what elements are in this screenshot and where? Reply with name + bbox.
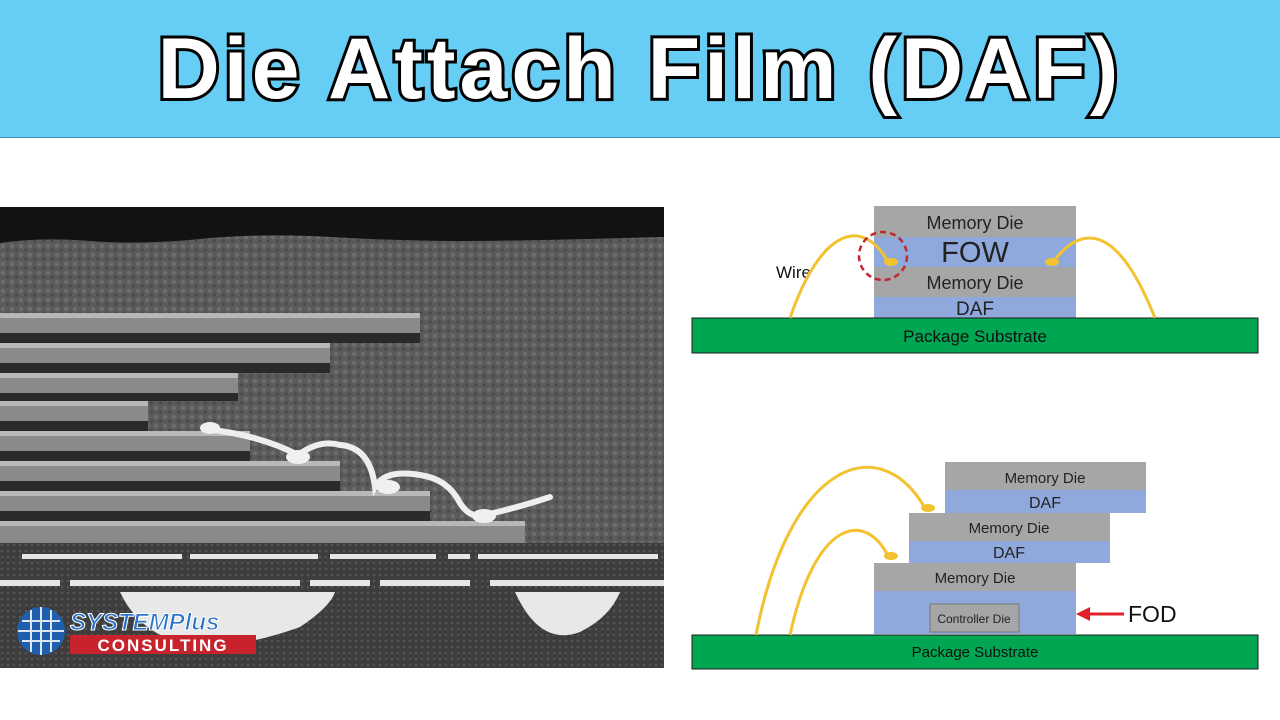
fow-wire-left bbox=[788, 234, 890, 319]
fow-daf-label: DAF bbox=[956, 299, 994, 320]
sem-cross-section-image bbox=[0, 207, 664, 668]
fod-memory-die-3 bbox=[874, 563, 1076, 591]
fow-diagram: Memory Die FOW Memory Die DAF Package Su… bbox=[691, 206, 1259, 354]
fod-daf-1 bbox=[945, 490, 1146, 513]
fod-wire-upper bbox=[754, 465, 927, 636]
fow-top-memory-die bbox=[874, 206, 1076, 237]
logo-line1: SYSTEMPlus bbox=[70, 609, 219, 636]
title-graphic: Die Attach Film (DAF) bbox=[155, 18, 1123, 120]
fod-package-substrate bbox=[691, 634, 1259, 670]
fod-memory-die-3-label: Memory Die bbox=[935, 570, 1016, 587]
fow-bottom-memory-die-label: Memory Die bbox=[926, 273, 1023, 293]
fod-arrow-head bbox=[1076, 607, 1090, 621]
logo-line2: CONSULTING bbox=[97, 636, 228, 655]
page-title: Die Attach Film (DAF) bbox=[158, 21, 1123, 117]
fow-highlight-circle bbox=[857, 230, 909, 282]
wire-label: Wire bbox=[776, 263, 811, 282]
fow-substrate-label: Package Substrate bbox=[903, 327, 1047, 346]
fow-bottom-memory-die bbox=[874, 267, 1076, 297]
controller-die bbox=[929, 603, 1020, 633]
fow-label: FOW bbox=[941, 237, 1009, 269]
fow-top-memory-die-label: Memory Die bbox=[926, 213, 1023, 233]
fod-wire-lower bbox=[788, 528, 890, 636]
fod-label: FOD bbox=[1128, 601, 1177, 627]
substrate-traces bbox=[0, 554, 664, 586]
solder-ball bbox=[120, 592, 335, 646]
fod-memory-die-1-label: Memory Die bbox=[1005, 470, 1086, 487]
fod-diagram: Memory Die DAF Memory Die DAF Memory Die… bbox=[691, 462, 1259, 670]
fod-layer bbox=[874, 591, 1076, 634]
fod-memory-die-2-label: Memory Die bbox=[969, 520, 1050, 537]
die-stack bbox=[0, 313, 525, 543]
fow-layer bbox=[874, 237, 1076, 267]
solder-ball bbox=[515, 592, 620, 636]
fod-daf-2-label: DAF bbox=[993, 545, 1025, 562]
fow-package-substrate bbox=[691, 317, 1259, 354]
fod-memory-die-2 bbox=[909, 513, 1110, 541]
sem-image-graphic bbox=[0, 235, 664, 668]
controller-die-label: Controller Die bbox=[937, 612, 1011, 626]
fod-substrate-label: Package Substrate bbox=[912, 644, 1039, 661]
title-banner bbox=[0, 0, 1280, 138]
fod-daf-2 bbox=[909, 541, 1110, 563]
fod-daf-1-label: DAF bbox=[1029, 495, 1061, 512]
fod-memory-die-1 bbox=[945, 462, 1146, 490]
fow-daf-layer bbox=[874, 297, 1076, 318]
systemplus-logo: SYSTEMPlus CONSULTING bbox=[17, 607, 256, 655]
fow-wire-right bbox=[1051, 236, 1157, 319]
